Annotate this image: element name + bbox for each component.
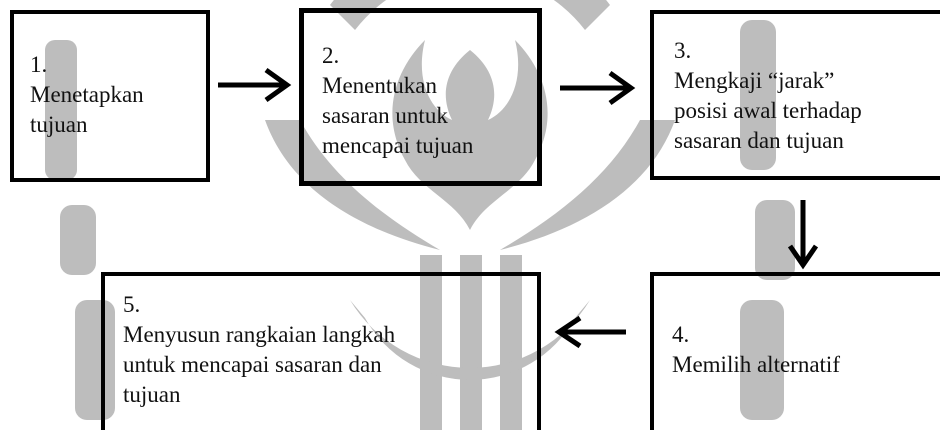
step-5-number: 5. [123, 292, 141, 317]
step-5-line-3: tujuan [123, 382, 181, 407]
step-3-line-2: posisi awal terhadap [674, 98, 862, 123]
step-2-line-3: mencapai tujuan [322, 133, 474, 158]
step-1-line-2: tujuan [30, 112, 88, 137]
arrow-head-1-to-2 [264, 67, 292, 103]
step-box-5: 5. Menyusun rangkaian langkah untuk menc… [101, 272, 541, 430]
arrow-head-4-to-5 [554, 315, 582, 349]
step-box-4: 4. Memilih alternatif [650, 272, 940, 430]
step-box-3: 3. Mengkaji “jarak” posisi awal terhadap… [650, 10, 940, 180]
step-1-number: 1. [30, 52, 48, 77]
arrow-head-2-to-3 [608, 70, 636, 106]
step-2-line-1: Menentukan [322, 73, 437, 98]
step-3-line-1: Mengkaji “jarak” [674, 68, 835, 93]
step-4-number: 4. [672, 322, 690, 347]
step-5-line-1: Menyusun rangkaian langkah [123, 322, 396, 347]
step-box-2: 2. Menentukan sasaran untuk mencapai tuj… [299, 8, 542, 186]
step-5-line-2: untuk mencapai sasaran dan [123, 352, 382, 377]
step-2-number: 2. [322, 43, 340, 68]
step-4-line-1: Memilih alternatif [672, 352, 840, 377]
step-box-1: 1. Menetapkan tujuan [10, 10, 210, 182]
arrow-head-3-to-4 [787, 244, 819, 270]
step-3-line-3: sasaran dan tujuan [674, 128, 844, 153]
step-1-line-1: Menetapkan [30, 82, 144, 107]
step-2-line-2: sasaran untuk [322, 103, 448, 128]
step-3-number: 3. [674, 38, 692, 63]
